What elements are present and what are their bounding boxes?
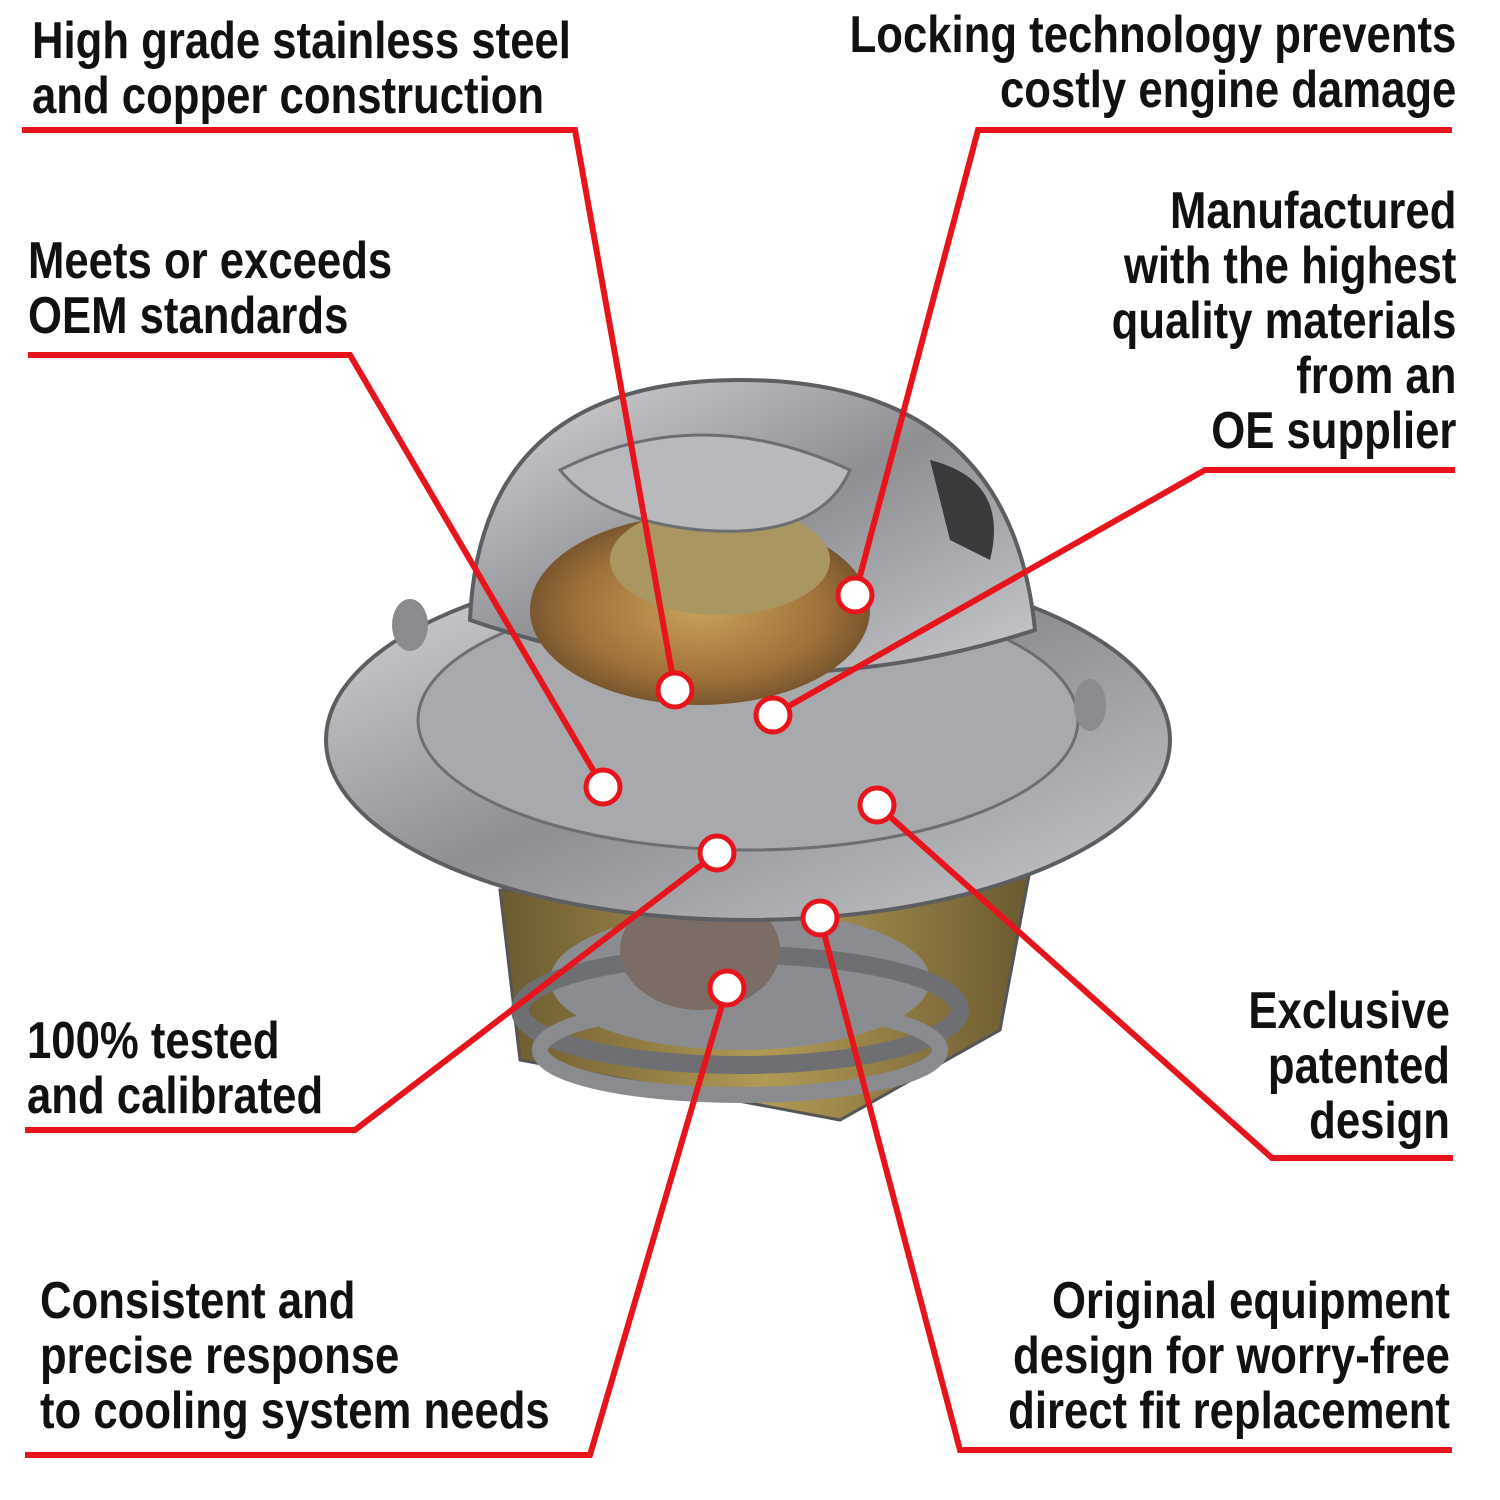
leader-line-response [25, 987, 730, 1458]
callout-line: Meets or exceeds [28, 232, 393, 290]
leader-line-steel [22, 127, 678, 691]
leader-line-tested [25, 850, 719, 1133]
leader-line-locking [852, 127, 1452, 596]
callout-line: quality materials [1111, 292, 1456, 350]
leader-line-direct-fit [817, 917, 1452, 1453]
callout-line: Locking technology prevents [849, 6, 1456, 64]
callout-direct-fit: Original equipment design for worry-free… [1008, 1274, 1450, 1439]
callout-line: design [1309, 1092, 1450, 1150]
callout-line: and copper construction [32, 67, 545, 125]
callout-steel: High grade stainless steel and copper co… [32, 14, 571, 124]
callout-dot-materials [753, 695, 793, 735]
callout-line: Exclusive [1248, 982, 1450, 1040]
callout-line: Consistent and [40, 1272, 356, 1330]
callout-line: design for worry-free [1013, 1327, 1450, 1385]
callout-dot-patented [857, 785, 897, 825]
callout-line: direct fit replacement [1008, 1382, 1450, 1440]
callout-tested: 100% tested and calibrated [27, 1014, 323, 1124]
callout-dot-oem [583, 767, 623, 807]
callout-line: and calibrated [27, 1067, 324, 1125]
callout-line: patented [1267, 1037, 1450, 1095]
leader-line-materials [771, 467, 1455, 718]
callout-line: costly engine damage [999, 61, 1456, 119]
leader-line-oem [28, 352, 606, 789]
callout-line: precise response [40, 1327, 400, 1385]
callout-dot-locking [835, 575, 875, 615]
callout-dot-steel [655, 670, 695, 710]
callout-dot-response [707, 968, 747, 1008]
callout-line: to cooling system needs [40, 1382, 550, 1440]
callout-line: 100% tested [27, 1012, 280, 1070]
callout-response: Consistent and precise response to cooli… [40, 1274, 550, 1439]
callout-locking: Locking technology prevents costly engin… [849, 8, 1456, 118]
callout-line: OEM standards [28, 287, 349, 345]
callout-line: from an [1295, 347, 1456, 405]
callout-line: with the highest [1123, 237, 1456, 295]
callout-line: Manufactured [1169, 182, 1456, 240]
callout-line: Original equipment [1051, 1272, 1450, 1330]
callout-dot-tested [697, 833, 737, 873]
leader-line-patented [875, 802, 1453, 1161]
callout-materials: Manufactured with the highest quality ma… [1111, 184, 1456, 459]
callout-dot-direct-fit [800, 898, 840, 938]
callout-oem: Meets or exceeds OEM standards [28, 234, 392, 344]
callout-line: High grade stainless steel [32, 12, 571, 70]
callout-line: OE supplier [1210, 402, 1456, 460]
callout-patented: Exclusive patented design [1248, 984, 1450, 1149]
